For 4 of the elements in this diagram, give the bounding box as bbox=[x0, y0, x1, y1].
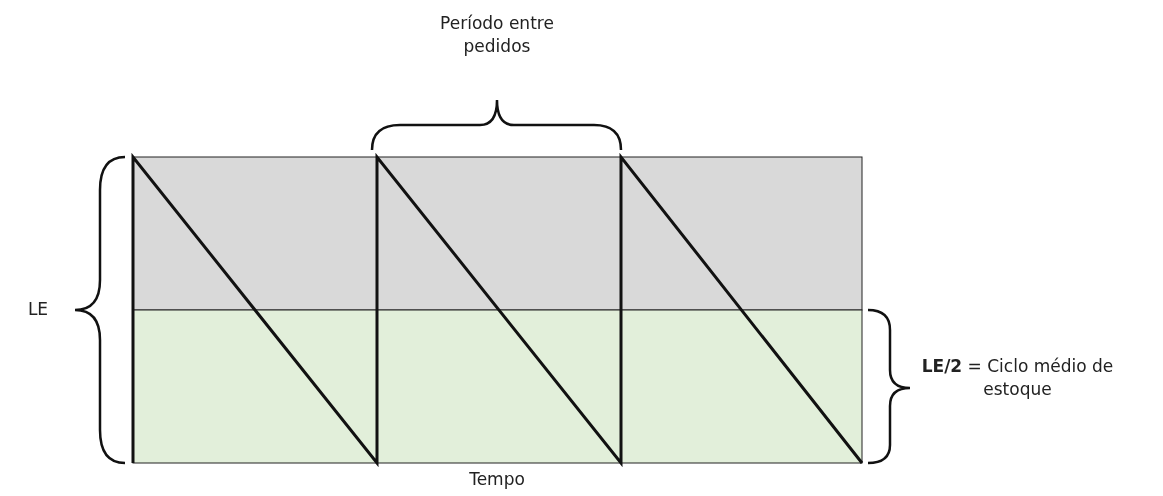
period-label: Período entre pedidos bbox=[439, 12, 555, 58]
axis-label: LE bbox=[26, 298, 50, 321]
annotation-text: LE/2 = Ciclo médio de estoque bbox=[920, 355, 1115, 401]
axis-label: Tempo bbox=[468, 468, 526, 491]
